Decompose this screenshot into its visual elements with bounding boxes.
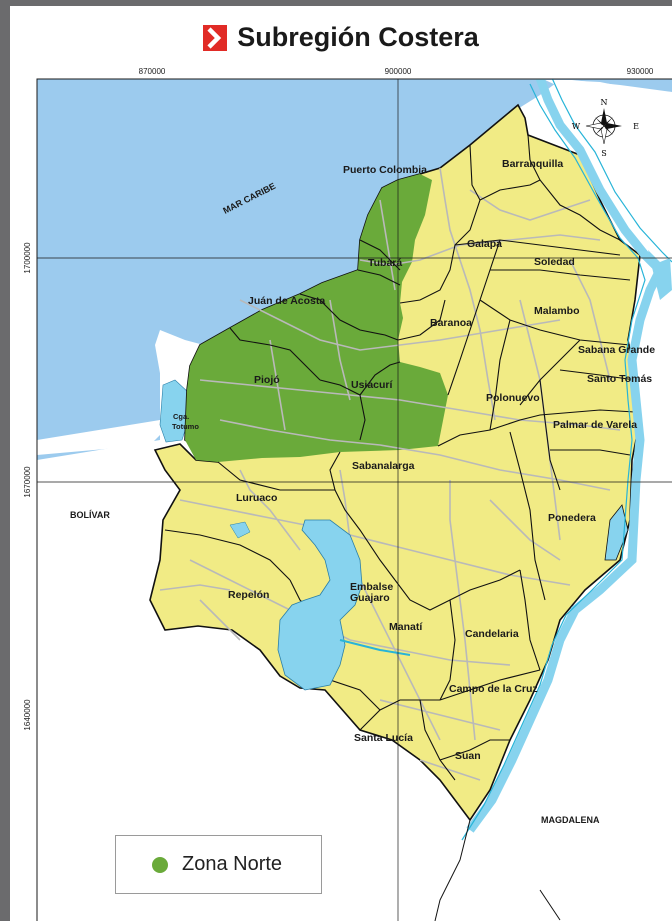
coordinate-grid xyxy=(37,79,672,921)
compass-n: N xyxy=(601,98,608,107)
municipal-borders xyxy=(164,134,636,781)
map-border xyxy=(36,78,672,921)
label-malambo[interactable]: Malambo xyxy=(534,305,580,317)
label-candelaria[interactable]: Candelaria xyxy=(465,628,519,640)
coord-x-870000: 870000 xyxy=(139,67,166,76)
coord-y-1670000: 1670000 xyxy=(23,466,32,498)
title-bar: Subregión Costera xyxy=(10,22,672,56)
label-repelon[interactable]: Repelón xyxy=(228,589,269,601)
embalse-guajaro-lake xyxy=(277,519,363,691)
label-palmar-de-varela[interactable]: Palmar de Varela xyxy=(553,419,637,431)
small-lagoon xyxy=(229,521,251,539)
neighbor-magdalena: MAGDALENA xyxy=(541,815,600,825)
zona-norte-borders xyxy=(359,239,401,271)
zona-norte-area xyxy=(185,174,448,462)
canal xyxy=(339,639,411,656)
label-manati[interactable]: Manatí xyxy=(389,621,423,633)
legend-box: Zona Norte xyxy=(115,835,322,894)
river-island xyxy=(648,250,672,300)
magdalena-border xyxy=(539,889,561,921)
label-juan-de-acosta[interactable]: Juán de Acosta xyxy=(248,295,325,307)
label-tubara[interactable]: Tubará xyxy=(368,257,402,269)
label-campo-de-la-cruz[interactable]: Campo de la Cruz xyxy=(449,683,538,695)
label-suan[interactable]: Suan xyxy=(455,750,481,762)
coord-y-1640000: 1640000 xyxy=(23,699,32,731)
page-title: Subregión Costera xyxy=(203,22,479,53)
compass-s: S xyxy=(601,149,606,158)
bolivar-area xyxy=(37,330,180,455)
zona-norte-swatch-icon xyxy=(152,856,168,873)
label-ponedera[interactable]: Ponedera xyxy=(548,512,596,524)
river-bank-west xyxy=(461,83,646,841)
cga-totumo-label-2: Totumo xyxy=(172,422,199,431)
page-title-text: Subregión Costera xyxy=(237,22,479,52)
compass-e: E xyxy=(633,122,639,131)
label-soledad[interactable]: Soledad xyxy=(534,256,575,268)
river-bank-east xyxy=(551,79,672,263)
label-galapa[interactable]: Galapa xyxy=(467,238,502,250)
coord-x-900000: 900000 xyxy=(385,67,412,76)
label-puerto-colombia[interactable]: Puerto Colombia xyxy=(343,164,427,176)
chevron-logo-icon xyxy=(203,24,228,51)
label-piojo[interactable]: Piojó xyxy=(254,374,280,386)
coast-strip xyxy=(545,80,672,120)
coord-x-930000: 930000 xyxy=(627,67,654,76)
label-guajaro[interactable]: Guajaro xyxy=(350,592,390,604)
cienaga-east xyxy=(604,504,629,561)
compass-w: W xyxy=(572,122,581,131)
label-santa-lucia[interactable]: Santa Lucía xyxy=(354,732,413,744)
label-luruaco[interactable]: Luruaco xyxy=(236,492,277,504)
coord-y-1700000: 1700000 xyxy=(23,242,32,274)
map-frame: N S E W MAR CARIBE BOLÍVAR MAGDALENA Cga… xyxy=(37,79,672,921)
label-barranquilla[interactable]: Barranquilla xyxy=(502,158,563,170)
label-sabana-grande[interactable]: Sabana Grande xyxy=(578,344,655,356)
label-polonuevo[interactable]: Polonuevo xyxy=(486,392,540,404)
cga-totumo-label-1: Cga. xyxy=(173,412,189,421)
compass-rose-icon: N S E W xyxy=(572,98,639,158)
label-baranoa[interactable]: Baranoa xyxy=(430,317,472,329)
legend-label: Zona Norte xyxy=(182,853,283,875)
neighbor-bolivar: BOLÍVAR xyxy=(70,510,110,520)
label-usiacuri[interactable]: Usiacurí xyxy=(351,379,394,391)
label-santo-tomas[interactable]: Santo Tomás xyxy=(587,373,652,385)
south-border xyxy=(434,819,471,921)
label-embalse[interactable]: Embalse xyxy=(350,581,393,593)
label-sabanalarga[interactable]: Sabanalarga xyxy=(352,460,415,472)
magdalena-river xyxy=(466,79,666,833)
